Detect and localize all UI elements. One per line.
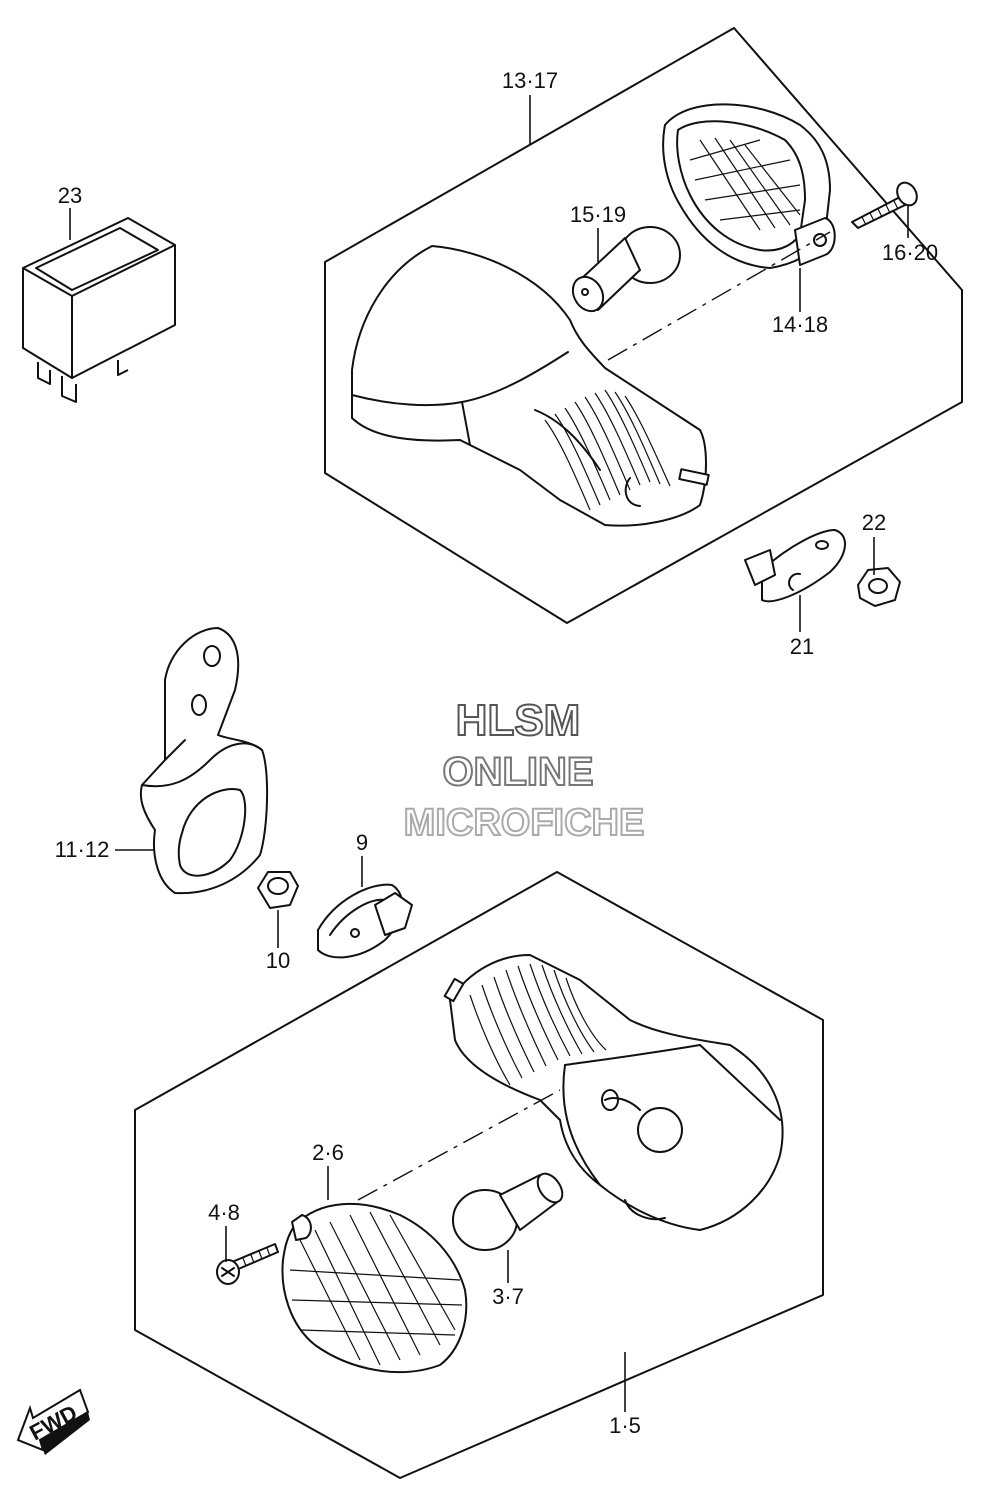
nut-22 — [857, 567, 901, 607]
lower-turn-signal-body — [443, 954, 784, 1231]
label-13-17: 13·17 — [502, 68, 558, 93]
label-10: 10 — [266, 948, 290, 973]
watermark-line2: ONLINE — [442, 750, 593, 794]
label-16-20: 16·20 — [882, 240, 938, 265]
bracket-11-12 — [139, 627, 269, 895]
fwd-arrow-icon: FWD — [16, 1388, 90, 1455]
label-11-12: 11·12 — [55, 837, 110, 862]
upper-screw — [851, 181, 918, 229]
label-1-5: 1·5 — [609, 1413, 641, 1438]
label-9: 9 — [356, 830, 368, 855]
upper-assembly-axis — [607, 231, 831, 361]
label-2-6: 2·6 — [312, 1140, 344, 1165]
collar-10 — [257, 871, 299, 909]
lower-screw — [216, 1243, 279, 1285]
label-23: 23 — [58, 183, 82, 208]
label-21: 21 — [790, 634, 814, 659]
leader-lines — [69, 95, 909, 1412]
upper-assembly-frame — [324, 27, 963, 624]
label-4-8: 4·8 — [208, 1200, 240, 1225]
lens-screw-boss — [794, 217, 836, 266]
upper-bulb — [571, 226, 681, 313]
upper-turn-signal-body — [351, 245, 710, 527]
grommet-21 — [744, 529, 846, 603]
label-22: 22 — [862, 510, 886, 535]
label-3-7: 3·7 — [492, 1284, 524, 1309]
watermark-line3: MICROFICHE — [404, 802, 645, 844]
lower-bulb — [452, 1172, 564, 1251]
lower-assembly-frame — [134, 871, 824, 1479]
label-14-18: 14·18 — [772, 312, 828, 337]
lower-assembly-axis — [357, 1089, 561, 1201]
lower-lens — [281, 1202, 468, 1374]
relay-23 — [22, 217, 176, 403]
upper-lens — [662, 103, 831, 269]
watermark-line1: HLSM — [456, 696, 581, 745]
grommet-9 — [317, 883, 413, 959]
label-15-19: 15·19 — [570, 202, 626, 227]
